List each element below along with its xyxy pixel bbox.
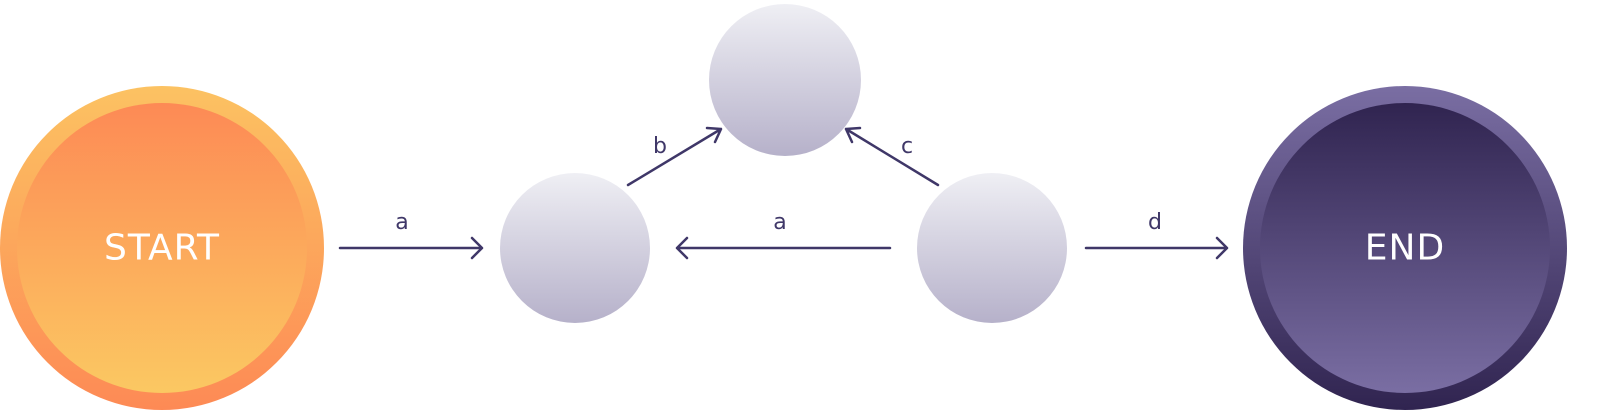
edge-state1-to-state2: b bbox=[626, 126, 723, 187]
edge-state3-to-end: d bbox=[1084, 210, 1229, 260]
edge-label: a bbox=[773, 210, 786, 235]
state-node-1[interactable] bbox=[500, 173, 650, 323]
end-node[interactable]: END bbox=[1243, 86, 1567, 410]
edge-state3-to-state1: a bbox=[675, 210, 892, 260]
state-node-2[interactable] bbox=[709, 4, 861, 156]
end-label: END bbox=[1365, 228, 1445, 269]
state-node-3[interactable] bbox=[917, 173, 1067, 323]
edge-state3-to-state2: c bbox=[844, 126, 940, 187]
edge-label: d bbox=[1148, 210, 1162, 235]
edge-label: b bbox=[653, 134, 667, 159]
edge-start-to-state1: a bbox=[338, 210, 484, 260]
start-node[interactable]: START bbox=[0, 86, 324, 410]
edge-label: c bbox=[901, 134, 913, 159]
start-label: START bbox=[104, 228, 220, 269]
edge-label: a bbox=[395, 210, 408, 235]
